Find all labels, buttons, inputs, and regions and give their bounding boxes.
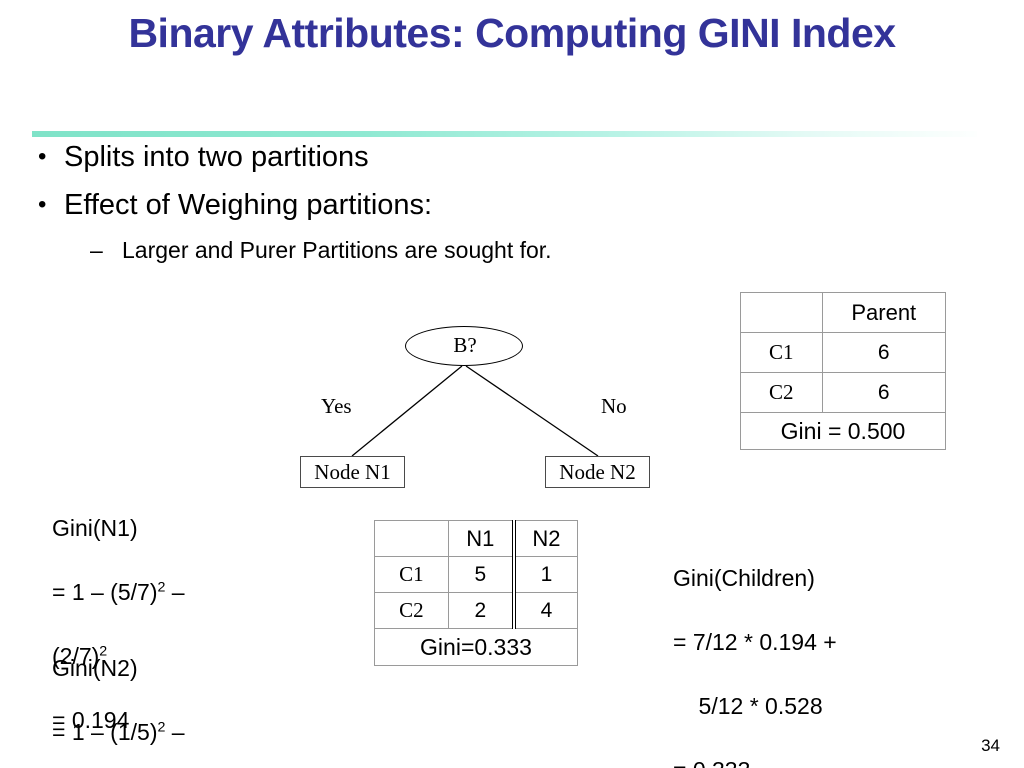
table-row: Gini = 0.500 (740, 412, 946, 450)
calc-n1-line3a: (2/7) (52, 643, 100, 669)
bullet-text: Effect of Weighing partitions: (64, 189, 433, 221)
table-row: C2 2 4 (374, 592, 578, 629)
children-c1-n1: 5 (447, 556, 516, 593)
parent-row-label-c1: C1 (740, 332, 823, 373)
children-c1-n2: 1 (513, 556, 578, 593)
parent-row-label-c2: C2 (740, 372, 823, 413)
calc-children-line4: = 0.333 (673, 757, 750, 768)
leaf-node-n1[interactable]: Node N1 (300, 456, 405, 488)
table-row: Parent (740, 292, 947, 333)
bullet-text: Splits into two partitions (64, 141, 369, 173)
parent-corner-cell (740, 292, 823, 333)
calc-n1-exp-2: 2 (99, 643, 108, 660)
parent-row-value-c1: 6 (821, 332, 947, 373)
table-row: Gini=0.333 (374, 628, 578, 666)
table-row: N1 N2 (374, 520, 578, 557)
page-title: Binary Attributes: Computing GINI Index (128, 10, 896, 56)
calc-children-line3: 5/12 * 0.528 (673, 693, 823, 719)
decision-node-b[interactable]: B? (405, 326, 523, 366)
children-c2-n1: 2 (447, 592, 516, 629)
calc-gini-n1: Gini(N1) = 1 – (5/7)2 – (2/7)2 = 0.194 (52, 480, 185, 768)
children-c2-n2: 4 (513, 592, 578, 629)
children-corner-cell (374, 520, 449, 557)
leaf-node-n1-label: Node N1 (314, 460, 391, 484)
leaf-node-n2-label: Node N2 (559, 460, 636, 484)
calc-n1-line4: = 0.194 (52, 707, 130, 733)
children-gini-table: N1 N2 C1 5 1 C2 2 4 Gini=0.333 (374, 520, 578, 666)
bullet-text: Larger and Purer Partitions are sought f… (122, 237, 552, 263)
calc-n2-line1: Gini(N2) (52, 655, 138, 681)
bullet-item-1: • Splits into two partitions (38, 140, 369, 174)
children-gini-cell: Gini=0.333 (374, 628, 578, 666)
calc-n2-line2b: – (165, 719, 185, 745)
table-row: C1 5 1 (374, 556, 578, 593)
decision-node-label: B? (453, 333, 477, 357)
table-row: C2 6 (740, 372, 947, 413)
leaf-node-n2[interactable]: Node N2 (545, 456, 650, 488)
bullet-marker: • (38, 191, 47, 218)
parent-row-value-c2: 6 (821, 372, 947, 413)
calc-n1-line1: Gini(N1) (52, 515, 138, 541)
calc-n1-exp-1: 2 (157, 579, 166, 596)
children-row-label-c2: C2 (374, 592, 449, 629)
calc-gini-n2: Gini(N2) = 1 – (1/5)2 – (4/5)2 = 0.528 (52, 620, 185, 768)
children-header-n1: N1 (447, 520, 516, 557)
bullet-item-3: –Larger and Purer Partitions are sought … (90, 236, 552, 264)
calc-n1-line2b: – (165, 579, 185, 605)
calc-gini-children: Gini(Children) = 7/12 * 0.194 + 5/12 * 0… (673, 530, 837, 768)
parent-gini-cell: Gini = 0.500 (740, 412, 946, 450)
edge-label-no: No (601, 394, 627, 418)
page-number: 34 (981, 736, 1000, 755)
parent-gini-table: Parent C1 6 C2 6 Gini = 0.500 (740, 292, 947, 450)
bullet-marker: – (90, 237, 103, 263)
calc-children-line2: = 7/12 * 0.194 + (673, 629, 837, 655)
calc-n2-exp-1: 2 (157, 719, 166, 736)
bullet-item-2: • Effect of Weighing partitions: (38, 188, 432, 222)
calc-children-line1: Gini(Children) (673, 565, 815, 591)
edge-label-yes: Yes (321, 394, 352, 418)
children-header-n2: N2 (513, 520, 578, 557)
parent-header-cell: Parent (821, 292, 947, 333)
bullet-marker: • (38, 143, 47, 170)
calc-n2-line2a: = 1 – (1/5) (52, 719, 158, 745)
title-divider (32, 131, 977, 137)
table-row: C1 6 (740, 332, 947, 373)
calc-n1-line2a: = 1 – (5/7) (52, 579, 158, 605)
children-row-label-c1: C1 (374, 556, 449, 593)
